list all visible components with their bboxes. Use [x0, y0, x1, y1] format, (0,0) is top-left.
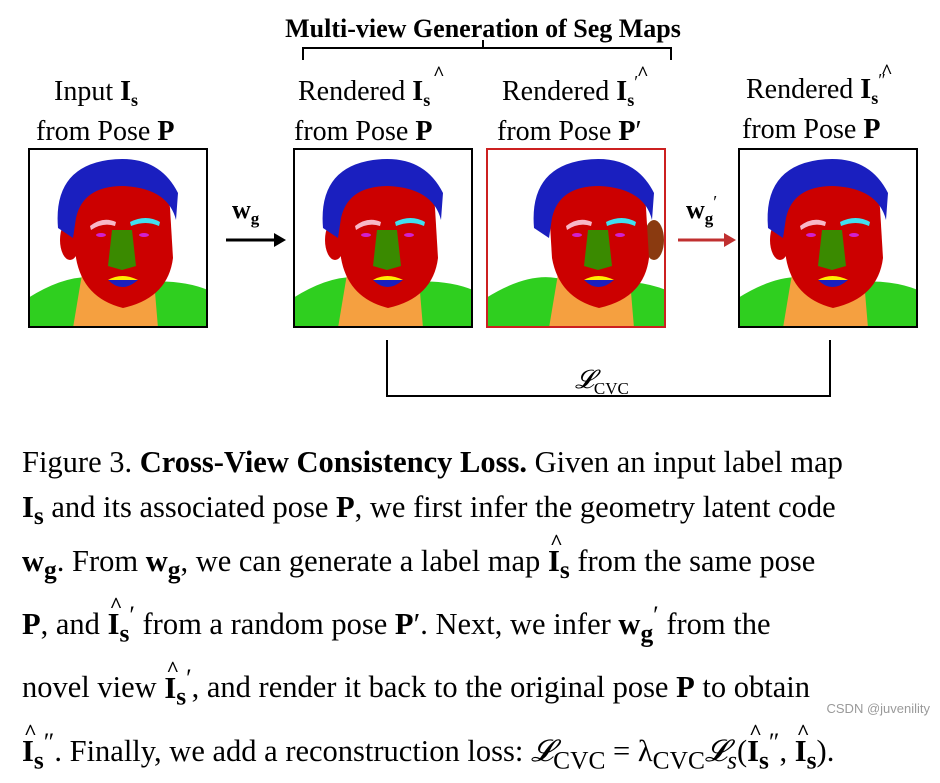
svg-text:Rendered Is′: Rendered Is′ — [502, 72, 638, 110]
face-panel-2 — [293, 148, 473, 328]
panel-label-2: Rendered Is ^ from Pose P — [294, 63, 445, 147]
watermark: CSDN @juvenility — [826, 701, 931, 716]
arrow-wg: wg — [226, 195, 286, 247]
svg-text:from Pose P: from Pose P — [294, 116, 432, 147]
group-bracket — [302, 40, 672, 60]
svg-text:from Pose P: from Pose P — [36, 116, 174, 147]
arrow-wg-prime: wg′ — [678, 192, 736, 247]
panel-label-4: Rendered Is″ ^ from Pose P — [742, 61, 893, 145]
face-panel-1 — [28, 148, 208, 328]
svg-text:from Pose P′: from Pose P′ — [497, 116, 642, 147]
svg-text:wg: wg — [232, 195, 260, 228]
svg-text:Input Is: Input Is — [54, 76, 138, 110]
svg-text:^: ^ — [637, 63, 649, 85]
group-title: Multi-view Generation of Seg Maps — [285, 14, 681, 43]
figure: Multi-view Generation of Seg Maps Input … — [28, 14, 918, 398]
svg-text:from Pose P: from Pose P — [742, 114, 880, 145]
loss-label: 𝓛CVC — [575, 365, 629, 398]
svg-text:^: ^ — [881, 61, 893, 83]
svg-text:Rendered Is″: Rendered Is″ — [746, 70, 886, 108]
panel-label-1: Input Is from Pose P — [36, 76, 174, 147]
svg-text:^: ^ — [433, 63, 445, 85]
face-panel-4 — [738, 148, 918, 328]
loss-bracket — [386, 340, 831, 397]
svg-text:wg′: wg′ — [686, 192, 717, 228]
panel-label-3: Rendered Is′ ^ from Pose P′ — [497, 63, 649, 147]
figure-caption: Figure 3. Cross-View Consistency Loss. G… — [22, 440, 922, 783]
svg-text:Rendered Is: Rendered Is — [298, 76, 430, 110]
face-panel-3 — [486, 148, 666, 328]
